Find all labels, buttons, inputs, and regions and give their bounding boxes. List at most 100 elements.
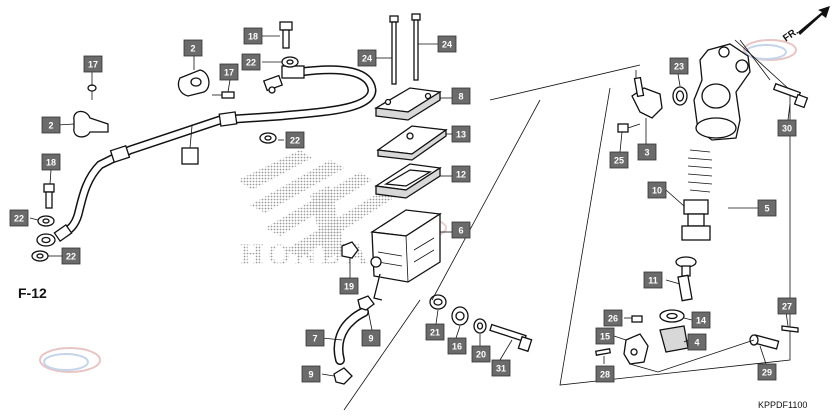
callout-box [603, 309, 623, 327]
callout-number: 22 [290, 136, 300, 146]
callout-21-20: 21 [425, 323, 445, 341]
callout-17-3: 17 [219, 63, 239, 81]
callout-box [219, 63, 239, 81]
callout-number: 3 [644, 148, 649, 158]
washer-20 [473, 318, 487, 334]
callout-box [425, 323, 445, 341]
callout-28-35: 28 [595, 365, 615, 383]
pin-28 [595, 348, 611, 356]
reservoir-diaphragm [374, 163, 442, 199]
callout-box [451, 221, 471, 239]
callout-box [437, 35, 457, 53]
callout-box [339, 277, 359, 295]
callout-number: 12 [456, 170, 466, 180]
reservoir-plate [376, 125, 448, 161]
callout-number: 2 [48, 121, 53, 131]
callout-18-4: 18 [243, 27, 263, 45]
callout-number: 18 [46, 158, 56, 168]
callout-14-32: 14 [691, 311, 711, 329]
hose-clamp-left [73, 110, 109, 138]
callout-number: 30 [782, 124, 792, 134]
grommet-21 [429, 294, 447, 310]
callout-25-25: 25 [609, 151, 629, 169]
callout-4-34: 4 [687, 333, 707, 351]
callout-box [691, 311, 711, 329]
screw-24-a [389, 15, 399, 85]
callout-box [595, 327, 615, 345]
hose-joint-19 [341, 241, 382, 270]
callout-22-5: 22 [241, 53, 261, 71]
callout-9-19: 9 [301, 365, 321, 383]
callout-box [451, 125, 471, 143]
callout-number: 6 [458, 226, 463, 236]
callout-box [361, 329, 381, 347]
callout-20-22: 20 [471, 345, 491, 363]
callout-12-14: 12 [451, 165, 471, 183]
reservoir-body [370, 209, 442, 301]
callout-19-16: 19 [339, 277, 359, 295]
callout-box [61, 247, 81, 265]
callout-15-33: 15 [595, 327, 615, 345]
callout-29-37: 29 [757, 363, 777, 381]
screw-24-b [411, 13, 421, 81]
callout-6-15: 6 [451, 221, 471, 239]
push-rod [675, 256, 697, 302]
cotter-pin-26 [631, 315, 643, 323]
callout-box [451, 165, 471, 183]
callout-number: 8 [458, 92, 463, 102]
callout-box [241, 53, 261, 71]
callout-box [451, 87, 471, 105]
cotter-pin-27 [781, 325, 799, 333]
watermark-wing-logo [238, 150, 400, 260]
callout-box [285, 131, 305, 149]
callout-number: 16 [452, 342, 462, 352]
callout-24-10: 24 [357, 49, 377, 67]
callout-number: 7 [312, 334, 317, 344]
leader-lines [29, 35, 791, 411]
callout-number: 29 [762, 368, 772, 378]
callout-24-11: 24 [437, 35, 457, 53]
reference-label: F-12 [18, 285, 47, 301]
callout-number: 10 [652, 186, 662, 196]
bolt-17-upper [212, 91, 235, 99]
callout-23-24: 23 [669, 57, 689, 75]
callout-number: 17 [224, 68, 234, 78]
callout-22-8: 22 [61, 247, 81, 265]
callout-number: 9 [308, 370, 313, 380]
piston-spring [687, 149, 713, 193]
callout-3-26: 3 [637, 143, 657, 161]
callout-2-2: 2 [183, 39, 203, 57]
callout-11-30: 11 [643, 271, 663, 289]
brand-mark-left [39, 347, 101, 373]
callout-number: 14 [696, 316, 706, 326]
callout-22-7: 22 [9, 209, 29, 227]
callout-number: 11 [648, 276, 658, 286]
hose-clamp-upper [177, 69, 210, 97]
callout-9-18: 9 [361, 329, 381, 347]
diagram-code: KPPDF1100 [758, 400, 807, 410]
callout-box [777, 119, 797, 137]
callout-5-29: 5 [757, 199, 777, 217]
dust-boot [659, 325, 689, 353]
hose-clip-lower [333, 367, 353, 385]
hose-joint-3 [631, 70, 663, 119]
hose-banjo-upper [262, 74, 284, 94]
callout-box [301, 365, 321, 383]
callout-number: 28 [600, 370, 610, 380]
callout-number: 22 [14, 214, 24, 224]
hose-clip-upper [357, 295, 375, 311]
callout-number: 9 [368, 334, 373, 344]
rod-joint-15 [623, 333, 649, 365]
callout-box [637, 143, 657, 161]
piston-assembly [681, 199, 711, 241]
callout-7-17: 7 [305, 329, 325, 347]
callout-box [183, 39, 203, 57]
callout-26-31: 26 [603, 309, 623, 327]
callout-number: 25 [614, 156, 624, 166]
callout-number: 27 [782, 302, 792, 312]
callout-number: 2 [190, 44, 195, 54]
callout-box [9, 209, 29, 227]
joint-pin-29 [749, 334, 780, 350]
